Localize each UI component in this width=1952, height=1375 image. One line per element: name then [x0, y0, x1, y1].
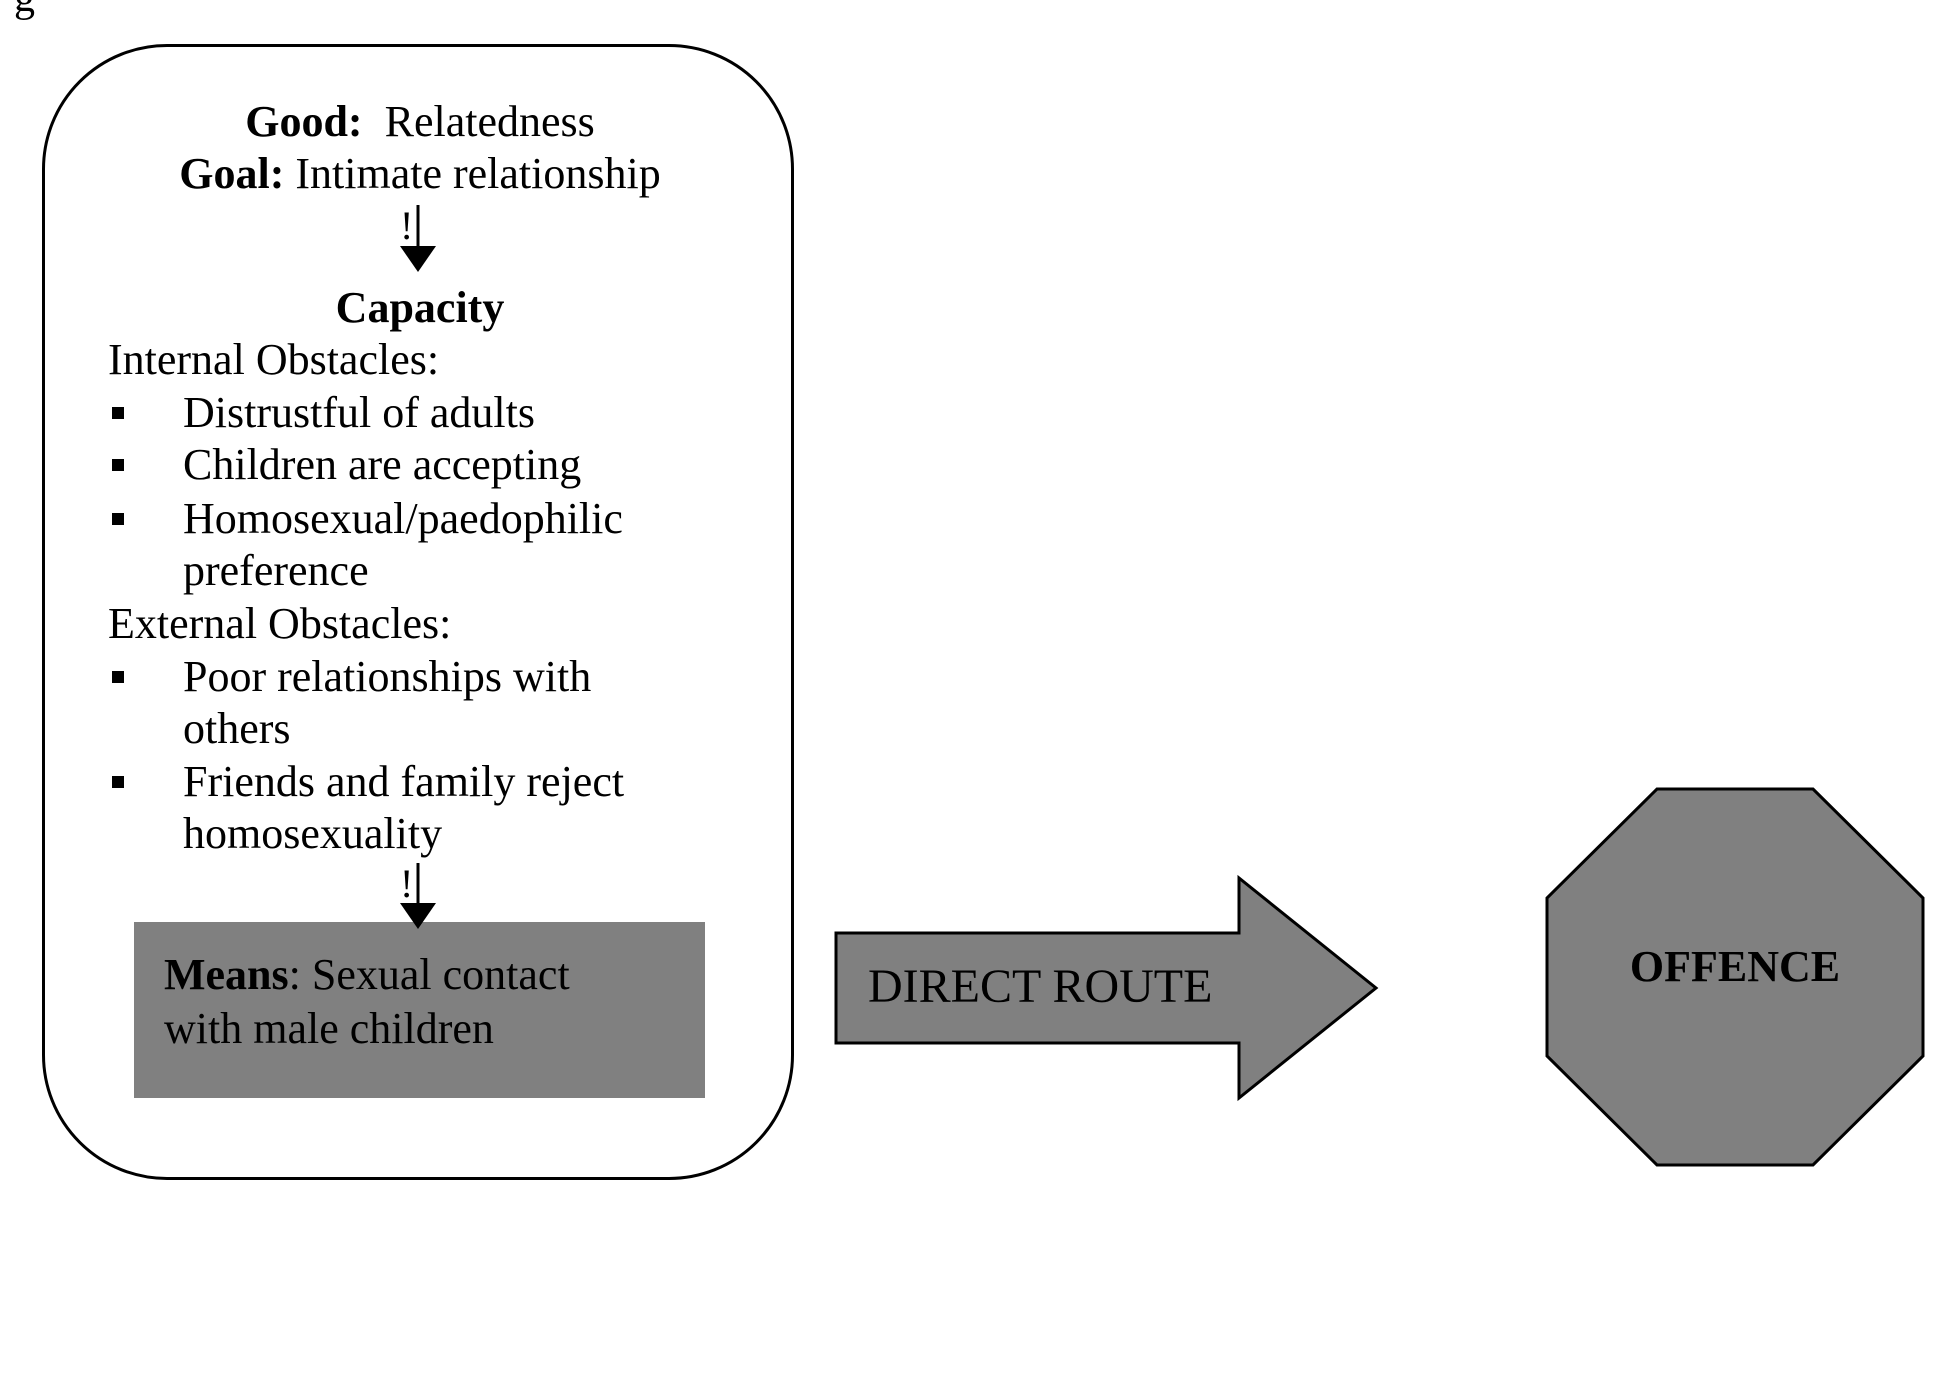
bullet-icon: [112, 459, 124, 471]
goal-line: Goal: Intimate relationship: [0, 148, 840, 200]
means-value-continued: with male children: [164, 1004, 494, 1053]
goal-value: Intimate relationship: [295, 149, 661, 198]
internal-obstacles-heading: Internal Obstacles:: [108, 335, 440, 384]
offence-octagon: [1545, 787, 1925, 1167]
means-text: Means: Sexual contact with male children: [164, 948, 570, 1056]
means-box: Means: Sexual contact with male children: [134, 922, 705, 1098]
bullet-icon: [112, 513, 124, 525]
external-item-continued: others: [183, 704, 291, 753]
capacity-heading: Capacity: [335, 283, 505, 332]
arrow-mark-top: !: [400, 203, 414, 248]
direct-route-label: DIRECT ROUTE: [868, 960, 1213, 1013]
down-arrow-icon: [400, 205, 436, 272]
offence-label: OFFENCE: [1629, 942, 1841, 991]
goal-label: Goal:: [179, 149, 285, 198]
external-item: Poor relationships with: [183, 652, 592, 701]
good-value: Relatedness: [384, 97, 595, 146]
means-label: Means: [164, 950, 289, 999]
internal-item: Children are accepting: [183, 440, 582, 489]
internal-item: Homosexual/paedophilic: [183, 494, 623, 543]
down-arrow-icon: [400, 863, 436, 929]
means-value: : Sexual contact: [288, 950, 570, 999]
external-item: Friends and family reject: [183, 757, 625, 806]
external-obstacles-heading: External Obstacles:: [108, 599, 452, 648]
good-line: Good: Relatedness: [0, 96, 840, 148]
internal-item: Distrustful of adults: [183, 388, 535, 437]
caption-fragment: g: [14, 0, 35, 22]
direct-route-arrow: [834, 874, 1379, 1102]
bullet-icon: [112, 407, 124, 419]
external-item-continued: homosexuality: [183, 809, 443, 858]
bullet-icon: [112, 776, 124, 788]
arrow-mark-bottom: !: [400, 861, 414, 906]
internal-item-continued: preference: [183, 546, 369, 595]
bullet-icon: [112, 671, 124, 683]
good-label: Good:: [245, 97, 363, 146]
